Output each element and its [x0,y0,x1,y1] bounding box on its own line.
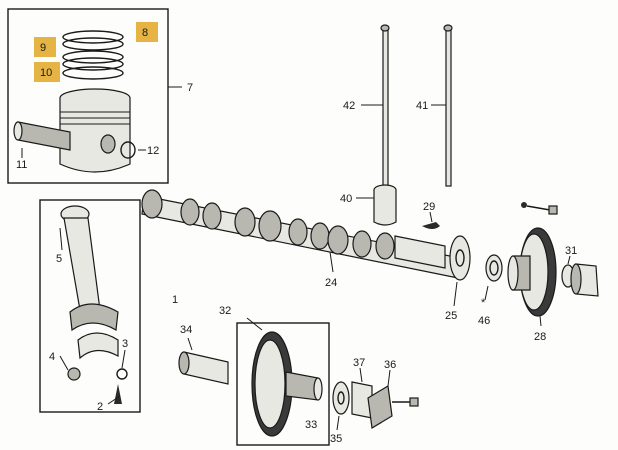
label-41: 41 [416,100,428,112]
label-40: 40 [340,193,352,205]
washer-46: * 46 [478,254,503,327]
label-1: 1 [172,294,178,306]
label-42: 42 [343,100,355,112]
label-33: 33 [305,419,317,431]
camshaft-gear: 28 [507,227,557,343]
label-25: 25 [445,310,457,322]
label-10: 10 [40,67,52,79]
small-bolt [521,202,558,215]
label-7: 7 [187,82,193,94]
piston [59,88,131,173]
label-34: 34 [180,324,192,336]
circlip [120,141,136,159]
label-37: 37 [353,357,365,369]
label-46: 46 [478,315,490,327]
piston-rings [62,30,124,80]
label-star: * [481,297,486,309]
thrust-plate: 25 [445,235,471,322]
piston-group-frame [7,8,169,184]
oil-pump-frame [236,322,330,446]
label-11: 11 [16,159,27,171]
label-24: 24 [325,277,337,289]
tappet: 40 [340,184,397,226]
pump-cover-parts: 35 37 36 [330,357,419,445]
oil-pump-gear-group: 32 33 [219,305,330,446]
conrod-group-frame [39,199,141,413]
label-12: 12 [147,145,159,157]
connecting-rod-group: 5 4 3 2 1 [39,199,178,413]
label-35: 35 [330,433,342,445]
label-32: 32 [219,305,231,317]
gear-washer-and-nut: 31 [561,245,599,297]
push-rods: 42 41 [343,24,453,199]
label-4: 4 [49,351,55,363]
push-rod-42 [382,27,389,199]
label-8-highlight [136,22,158,42]
piston-assembly-group: 8 9 10 11 12 7 [7,8,193,184]
gudgeon-pin [13,121,71,151]
label-31: 31 [565,245,577,257]
label-10-highlight [34,62,60,82]
push-rod-41 [445,27,452,187]
label-5: 5 [56,253,62,265]
label-29: 29 [423,201,435,213]
label-8: 8 [142,27,148,39]
camshaft: 24 [141,189,461,289]
label-9: 9 [40,42,46,54]
label-28: 28 [534,331,546,343]
label-2: 2 [97,401,103,413]
label-3: 3 [122,338,128,350]
oil-pump-spindle: 34 [178,324,229,385]
label-9-highlight [34,37,56,57]
label-36: 36 [384,359,396,371]
woodruff-key: 29 [422,201,440,229]
